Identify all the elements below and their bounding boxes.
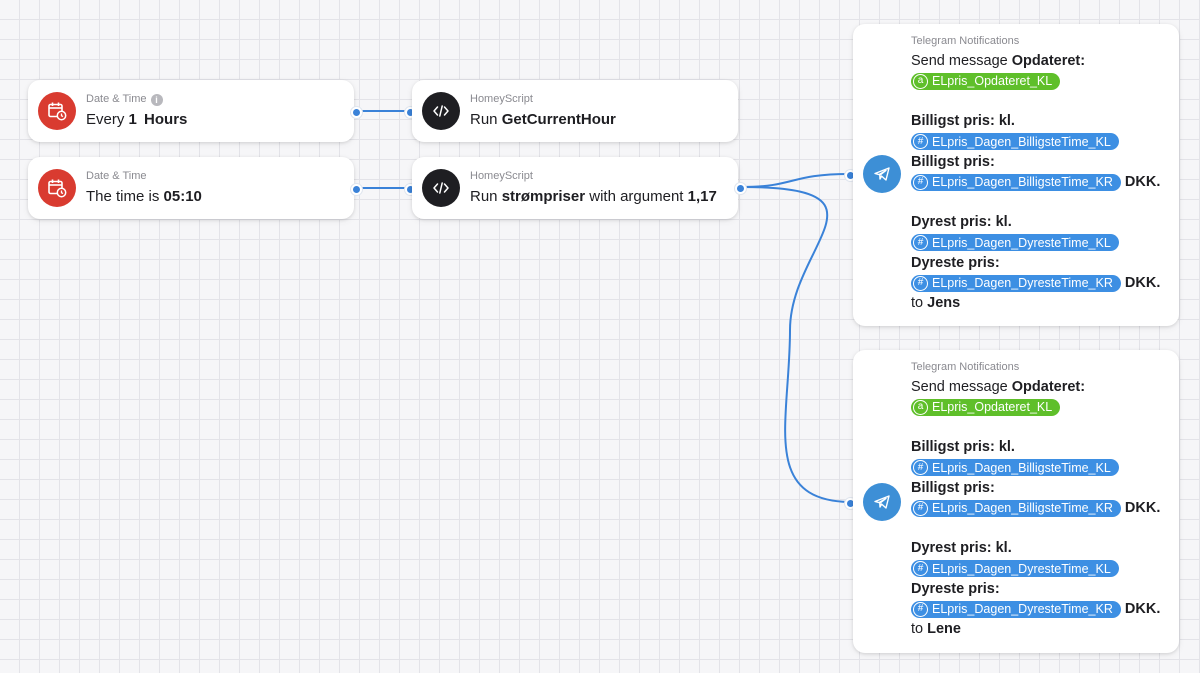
card-title: The time is 05:10 (86, 188, 202, 205)
text-token-icon: a (913, 399, 928, 415)
token-label: ELpris_Opdateret_KL (932, 400, 1053, 415)
token-label: ELpris_Opdateret_KL (932, 74, 1053, 89)
number-token-icon: # (913, 500, 928, 516)
card-kicker: Telegram Notifications (911, 361, 1020, 373)
output-port[interactable] (735, 183, 746, 194)
message-body[interactable]: Send message Opdateret: a ELpris_Opdatere… (911, 377, 1173, 639)
title-prefix: Run (470, 188, 498, 205)
token-tag[interactable]: # ELpris_Dagen_DyresteTime_KL (911, 234, 1119, 252)
token-tag[interactable]: a ELpris_Opdateret_KL (911, 398, 1061, 416)
number-token-icon: # (913, 235, 928, 251)
action-card-run-getcurrenthour[interactable]: HomeyScript Run GetCurrentHour (412, 80, 738, 142)
card-title: Every 1 Hours (86, 111, 187, 128)
token-tag[interactable]: # ELpris_Dagen_DyresteTime_KL (911, 560, 1119, 578)
telegram-plane-icon (863, 483, 901, 521)
send-word: Opdateret: (1011, 53, 1086, 69)
token-label: ELpris_Dagen_BilligsteTime_KL (932, 460, 1111, 475)
send-word: Opdateret: (1011, 379, 1086, 395)
token-label: ELpris_Dagen_BilligsteTime_KR (932, 501, 1113, 516)
card-kicker: Date & Time (86, 170, 147, 182)
number-token-icon: # (913, 460, 928, 476)
recipient[interactable]: Jens (927, 295, 961, 312)
token-tag[interactable]: # ELpris_Dagen_BilligsteTime_KL (911, 133, 1119, 151)
line-label: Dyreste pris: (911, 254, 1000, 271)
number-token-icon: # (913, 561, 928, 577)
trigger-card-time-is[interactable]: Date & Time The time is 05:10 (28, 157, 354, 219)
currency-label: DKK. (1124, 600, 1161, 617)
recipient[interactable]: Lene (927, 621, 961, 638)
wire-prices-to-telegram-jens (741, 173, 850, 188)
title-mid: with argument (589, 188, 684, 205)
time-value[interactable]: 05:10 (163, 188, 202, 205)
number-token-icon: # (913, 275, 928, 291)
token-label: ELpris_Dagen_DyresteTime_KR (932, 601, 1113, 616)
line-label: Billigst pris: kl. (911, 113, 1015, 130)
code-icon (422, 92, 460, 130)
action-card-run-stromPriser[interactable]: HomeyScript Run strømpriser with argumen… (412, 157, 738, 219)
token-label: ELpris_Dagen_BilligsteTime_KL (932, 134, 1111, 149)
line-label: Dyreste pris: (911, 580, 1000, 597)
title-prefix: Every (86, 111, 125, 128)
script-name[interactable]: GetCurrentHour (501, 111, 616, 128)
line-label: Billigst pris: (911, 479, 995, 496)
currency-label: DKK. (1124, 274, 1161, 291)
action-card-telegram-jens[interactable]: Telegram Notifications Send message Opda… (853, 24, 1179, 326)
token-label: ELpris_Dagen_DyresteTime_KR (932, 275, 1113, 290)
card-kicker: HomeyScript (470, 93, 533, 105)
token-tag[interactable]: # ELpris_Dagen_DyresteTime_KR (911, 600, 1121, 618)
token-tag[interactable]: # ELpris_Dagen_BilligsteTime_KR (911, 173, 1121, 191)
script-argument[interactable]: 1,17 (687, 188, 717, 205)
token-label: ELpris_Dagen_BilligsteTime_KR (932, 175, 1113, 190)
card-kicker: Telegram Notifications (911, 35, 1020, 47)
message-body[interactable]: Send message Opdateret: a ELpris_Opdatere… (911, 51, 1173, 313)
token-tag[interactable]: # ELpris_Dagen_BilligsteTime_KL (911, 459, 1119, 477)
send-prefix: Send message (911, 379, 1008, 395)
text-token-icon: a (913, 73, 928, 89)
wire-prices-to-telegram-lene (741, 186, 850, 503)
number-token-icon: # (913, 601, 928, 617)
interval-unit[interactable]: Hours (144, 111, 188, 128)
line-label: Billigst pris: (911, 153, 995, 170)
calendar-clock-icon (38, 169, 76, 207)
kicker-label: Date & Time (86, 93, 147, 105)
info-icon[interactable]: i (150, 94, 163, 106)
telegram-plane-icon (863, 155, 901, 193)
number-token-icon: # (913, 174, 928, 190)
title-prefix: Run (470, 111, 498, 128)
script-name[interactable]: strømpriser (501, 188, 586, 205)
output-port[interactable] (351, 107, 362, 118)
output-port[interactable] (351, 184, 362, 195)
line-label: Billigst pris: kl. (911, 439, 1015, 456)
token-tag[interactable]: a ELpris_Opdateret_KL (911, 72, 1061, 90)
card-title: Run GetCurrentHour (470, 111, 616, 128)
send-prefix: Send message (911, 53, 1008, 69)
title-prefix: The time is (86, 188, 160, 205)
action-card-telegram-lene[interactable]: Telegram Notifications Send message Opda… (853, 350, 1179, 653)
token-label: ELpris_Dagen_DyresteTime_KL (932, 561, 1111, 576)
token-label: ELpris_Dagen_DyresteTime_KL (932, 235, 1111, 250)
calendar-clock-icon (38, 92, 76, 130)
line-label: Dyrest pris: kl. (911, 214, 1012, 231)
currency-label: DKK. (1124, 500, 1161, 517)
code-icon (422, 169, 460, 207)
to-label: to (911, 621, 924, 638)
line-label: Dyrest pris: kl. (911, 540, 1012, 557)
currency-label: DKK. (1124, 174, 1161, 191)
token-tag[interactable]: # ELpris_Dagen_BilligsteTime_KR (911, 499, 1121, 517)
card-kicker: HomeyScript (470, 170, 533, 182)
to-label: to (911, 295, 924, 312)
interval-value[interactable]: 1 (128, 111, 137, 128)
card-title: Run strømpriser with argument 1,17 (470, 188, 717, 205)
number-token-icon: # (913, 134, 928, 150)
token-tag[interactable]: # ELpris_Dagen_DyresteTime_KR (911, 274, 1121, 292)
